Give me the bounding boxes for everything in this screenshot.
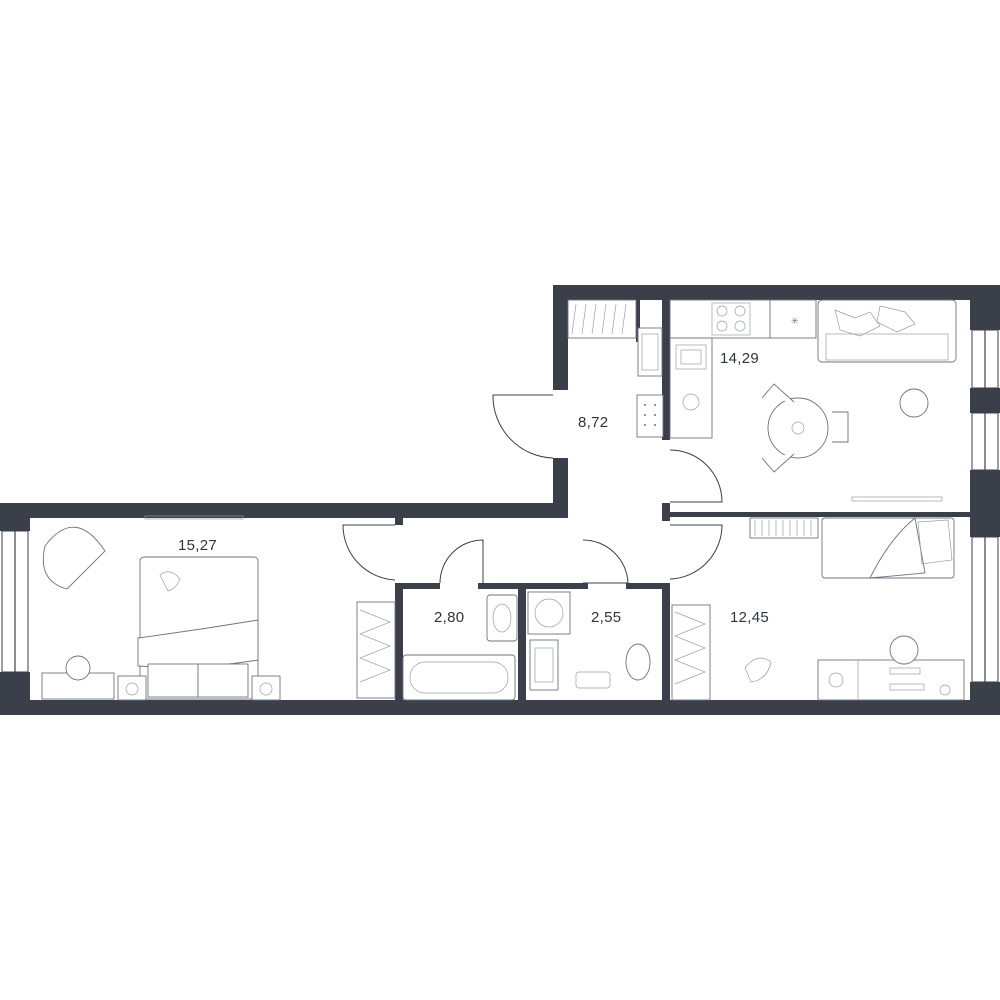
area-label-entry-hall: 8,72 (578, 414, 608, 431)
area-label-wc: 2,55 (591, 609, 621, 626)
area-label-bedroom-left: 15,27 (178, 537, 217, 554)
svg-text:✳: ✳ (791, 317, 799, 327)
hall-furniture (567, 299, 664, 438)
area-label-bathroom: 2,80 (434, 609, 464, 626)
windows (1, 329, 999, 683)
area-label-kitchen-living: 14,29 (720, 350, 759, 367)
interior-walls (395, 298, 970, 703)
outer-walls (0, 285, 1000, 715)
area-label-bedroom-right: 12,45 (730, 609, 769, 626)
kitchen-furniture: ✳ (669, 299, 957, 502)
bathroom-furniture (402, 591, 651, 701)
right-bedroom-furniture (671, 517, 965, 701)
doors (342, 394, 723, 584)
left-bedroom-furniture (41, 515, 396, 701)
room-labels: 8,72 14,29 15,27 2,80 2,55 12,45 (178, 350, 769, 626)
